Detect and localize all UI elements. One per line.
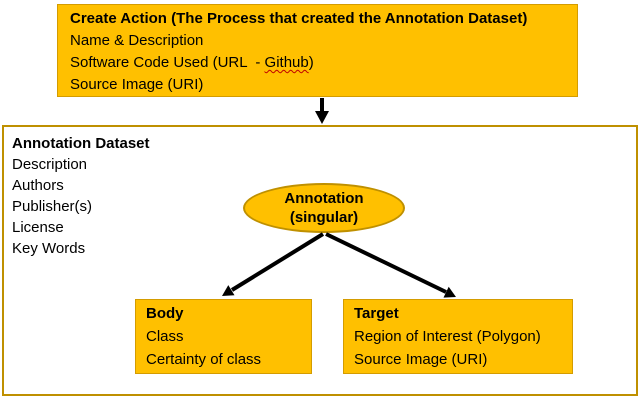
create-action-name-line: Name & Description [70,32,204,49]
dataset-line-publishers: Publisher(s) [12,198,93,215]
annotation-node-line2: (singular) [289,209,359,226]
annotation-dataset-meta: Annotation Dataset Description Authors P… [12,133,150,259]
target-line-roi: Region of Interest (Polygon) [354,328,541,345]
body-box: Body Class Certainty of class [135,299,312,374]
software-line-prefix: Software Code Used (URL - [70,54,265,71]
target-box-title: Target [354,305,399,322]
target-box: Target Region of Interest (Polygon) Sour… [343,299,573,374]
body-line-certainty: Certainty of class [146,351,262,368]
annotation-dataset-box: Annotation Dataset Description Authors P… [2,125,638,396]
arrow-create-to-dataset-icon [315,98,329,124]
annotation-dataset-title: Annotation Dataset [12,135,150,152]
annotation-node-line1: Annotation [284,190,364,207]
annotation-node: Annotation (singular) [243,183,405,233]
body-box-title: Body [146,305,184,322]
create-action-title: Create Action (The Process that created … [70,10,528,27]
create-action-box: Create Action (The Process that created … [57,4,578,97]
software-line-suffix: ) [308,54,314,71]
dataset-line-authors: Authors [12,177,64,194]
body-line-class: Class [146,328,184,345]
create-action-source-line: Source Image (URI) [70,76,204,93]
software-line-github-word: Github [264,54,309,71]
create-action-software-line: Software Code Used (URL - Github) [70,52,565,74]
dataset-line-keywords: Key Words [12,240,86,257]
target-line-source: Source Image (URI) [354,351,488,368]
dataset-line-description: Description [12,156,88,173]
dataset-line-license: License [12,219,64,236]
